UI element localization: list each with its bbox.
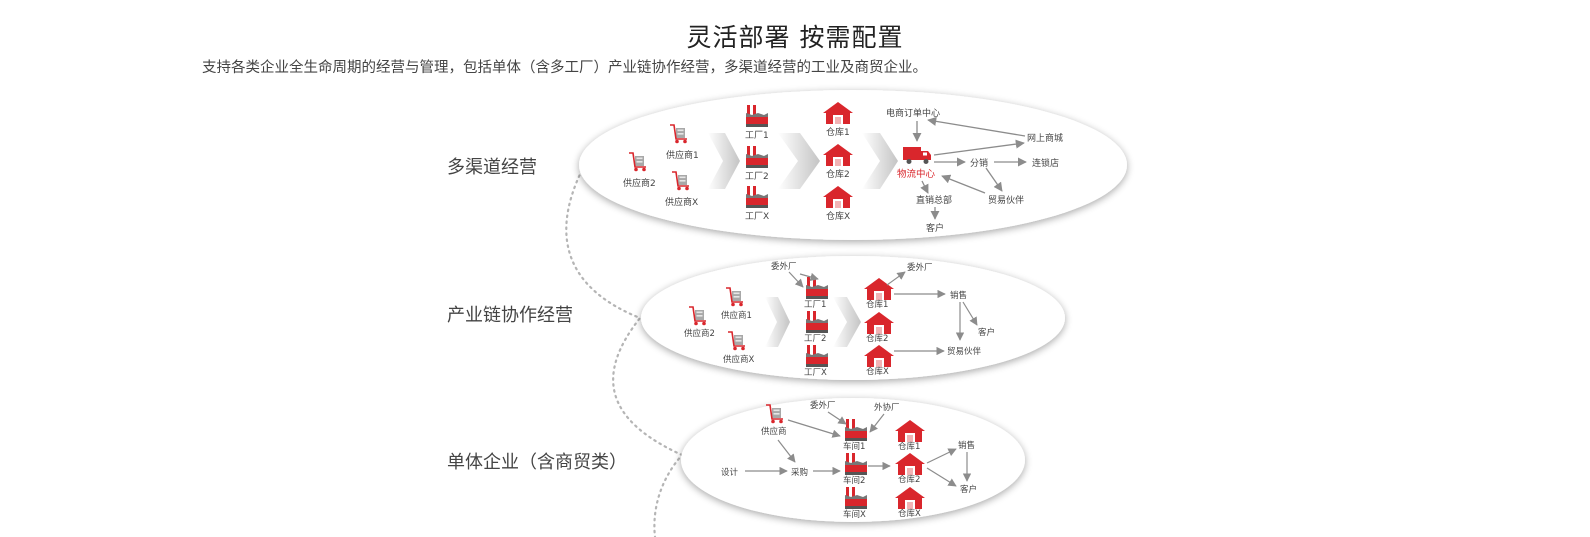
node-outsourced: 委外厂 [810,400,836,411]
node-cooperative: 外协厂 [874,402,900,413]
flow-arrows [745,411,972,487]
node-distribution: 分销 [970,157,988,169]
node-warehouse1: 仓库1 [898,441,920,452]
node-warehouse2: 仓库2 [898,474,920,485]
node-supplier2: 供应商2 [623,177,656,189]
node-warehouse1: 仓库1 [866,299,888,310]
row-industry-chain: 供应商1 供应商2 供应商X 委外厂 委外厂 工厂1 工厂2 工厂X 仓库1 仓… [641,256,1065,380]
node-supplierx: 供应商X [665,196,698,208]
flow-arrows [912,116,1027,220]
row-single-enterprise: 供应商 委外厂 外协厂 设计 采购 车间1 车间2 车间X 仓库1 仓库2 仓库… [681,398,1025,522]
node-chain-store: 连锁店 [1032,157,1059,169]
node-warehousex: 仓库X [866,366,889,377]
node-warehousex: 仓库X [898,508,921,519]
node-workshop2: 车间2 [843,475,865,486]
node-sales: 销售 [950,290,967,301]
node-factory1: 工厂1 [745,130,769,141]
page-title: 灵活部署 按需配置 [686,23,904,52]
node-workshop1: 车间1 [843,441,865,452]
node-customer: 客户 [960,484,977,495]
node-logistics: 物流中心 [897,168,936,180]
row-label-industry-chain: 产业链协作经营 [447,305,573,326]
flow-chevron [708,133,740,189]
node-warehouse2: 仓库2 [866,333,888,344]
flow-chevron [833,297,861,347]
node-factory2: 工厂2 [804,334,826,344]
node-warehousex: 仓库X [826,210,850,222]
node-warehouse2: 仓库2 [826,168,850,180]
node-supplier1: 供应商1 [666,149,699,161]
row-multi-channel: 供应商1 供应商2 供应商X 工厂1 工厂2 工厂X 仓库1 仓库2 仓库X 物… [579,90,1127,240]
node-factoryx: 工厂X [804,368,827,378]
node-supplierx: 供应商X [723,354,755,365]
node-outsourced-b: 委外厂 [907,262,933,273]
node-design: 设计 [721,467,739,478]
node-online-mall: 网上商城 [1027,132,1063,144]
node-customer: 客户 [926,222,944,234]
node-outsourced-a: 委外厂 [771,261,797,272]
node-warehouse1: 仓库1 [826,126,850,138]
node-customer: 客户 [978,327,995,338]
node-supplier: 供应商 [761,426,787,437]
node-sales: 销售 [958,440,975,451]
node-factoryx: 工厂X [745,211,769,222]
node-direct-hq: 直销总部 [916,194,952,206]
row-label-single-enterprise: 单体企业（含商贸类） [447,452,627,473]
node-supplier1: 供应商1 [721,310,752,321]
node-purchase: 采购 [791,467,808,478]
flow-chevron [778,133,820,189]
node-workshopx: 车间X [843,509,866,520]
ellipse-multi-channel [579,90,1127,240]
node-trade-partner: 贸易伙伴 [947,346,982,357]
node-factory2: 工厂2 [745,171,769,182]
page-subtitle: 支持各类企业全生命周期的经营与管理，包括单体（含多工厂）产业链协作经营，多渠道经… [202,60,927,76]
flow-arrows [788,271,978,356]
node-factory1: 工厂1 [804,300,826,310]
flow-chevron [862,133,898,189]
node-supplier2: 供应商2 [684,328,715,339]
row-label-multi-channel: 多渠道经营 [447,157,537,178]
flow-chevron [765,297,790,347]
dotted-connector [565,168,684,537]
node-ecommerce: 电商订单中心 [886,107,940,119]
node-trade-partner: 贸易伙伴 [988,194,1024,206]
